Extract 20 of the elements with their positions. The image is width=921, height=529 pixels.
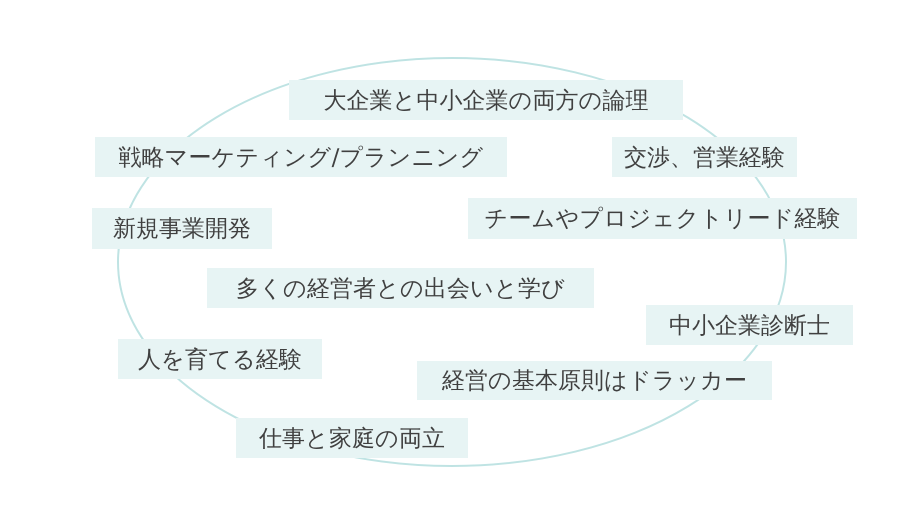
label-box: [646, 305, 853, 345]
label-text: 戦略マーケティング/プランニング: [118, 144, 484, 172]
label-box: [612, 137, 797, 177]
label-box: [207, 268, 594, 308]
label-text: 交渉、営業経験: [624, 144, 785, 172]
label-text: 大企業と中小企業の両方の論理: [324, 86, 648, 116]
label-text: 多くの経営者との出会いと学び: [236, 274, 565, 304]
label-text: 仕事と家庭の両立: [259, 424, 445, 454]
label-box: [92, 208, 272, 249]
label-text: 経営の基本原則はドラッカー: [442, 367, 747, 396]
label-text: 新規事業開発: [113, 215, 251, 244]
label-box: [95, 137, 507, 177]
label-box: [118, 339, 322, 379]
label-text: 中小企業診断士: [669, 312, 830, 340]
label-box: [417, 361, 772, 400]
label-box: [236, 418, 468, 458]
label-box: [468, 198, 857, 239]
label-text: 人を育てる経験: [138, 346, 302, 374]
label-text: チームやプロジェクトリード経験: [484, 205, 840, 234]
label-box: [289, 80, 683, 120]
